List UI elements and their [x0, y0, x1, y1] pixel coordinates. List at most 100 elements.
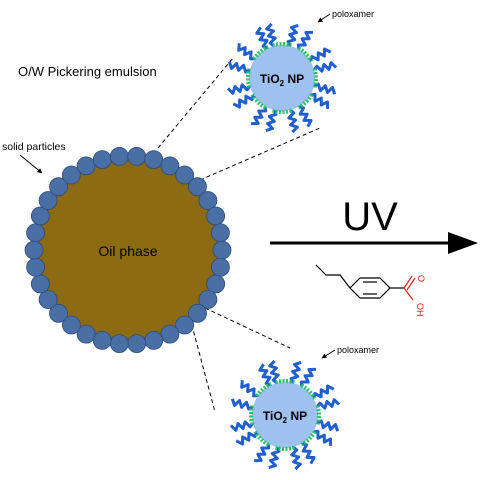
solid-particle — [144, 331, 164, 350]
poloxamer-anchor — [246, 68, 252, 88]
poloxamer-tail — [286, 23, 299, 47]
poloxamer-tail — [296, 30, 313, 50]
connector-bottom-right — [204, 307, 291, 349]
poloxamer-tail — [265, 109, 278, 133]
poloxamer-tail — [313, 429, 333, 446]
tio2-particle-body — [252, 382, 318, 448]
zoom-connector-lines — [157, 57, 321, 413]
solid-particle — [61, 165, 81, 185]
solid-particle — [76, 324, 96, 344]
hydroxyl-bond — [403, 287, 414, 301]
solid-particle — [175, 315, 195, 335]
poloxamer-tail — [240, 380, 259, 398]
solid-particle — [210, 223, 230, 243]
connector-bottom-left — [189, 317, 216, 413]
solid-particle — [198, 191, 218, 210]
poloxamer-tail — [251, 106, 268, 126]
solid-particle — [76, 156, 96, 176]
poloxamer-tail — [237, 43, 256, 61]
solid-particle — [210, 257, 230, 277]
solid-particle — [30, 206, 50, 226]
solid-particle-ring — [24, 147, 232, 353]
poloxamer-tail — [226, 83, 252, 95]
solid-particle — [24, 240, 44, 260]
poloxamer-anchor — [275, 445, 295, 451]
poloxamer-tail — [310, 92, 330, 109]
poloxamer-anchor — [297, 93, 314, 110]
carbonyl-bond — [403, 275, 413, 289]
solid-particle — [188, 177, 207, 197]
solid-particle — [26, 257, 46, 277]
solid-particle — [160, 156, 180, 176]
poloxamer-tail — [312, 61, 338, 73]
solid-particle — [160, 324, 180, 344]
propylbenzoic-acid-molecule — [315, 264, 416, 301]
tio2-np-label: TiO2 NP — [260, 72, 304, 88]
poloxamer-anchor — [272, 42, 292, 48]
poloxamer-label-bottom: poloxamer — [337, 345, 379, 355]
poloxamer-tail — [235, 431, 259, 446]
carbonyl-bond-2 — [406, 277, 416, 291]
solid-particles-label: solid particles — [2, 141, 66, 153]
poloxamer-tail — [299, 367, 316, 387]
solid-particle — [127, 334, 147, 353]
tio2-particle-body — [249, 45, 315, 111]
poloxamer-arrow-bottom — [321, 349, 336, 359]
poloxamer-anchor — [253, 430, 270, 447]
poloxamer-anchor — [252, 45, 270, 61]
benzene-ring — [349, 277, 391, 299]
poloxamer-anchor — [250, 93, 267, 110]
emulsion-title: O/W Pickering emulsion — [18, 64, 157, 79]
solid-particle — [206, 206, 226, 226]
solid-particle — [30, 274, 50, 294]
solid-particle — [38, 290, 58, 309]
solid-particle — [198, 290, 218, 309]
solid-particle — [92, 150, 112, 169]
poloxamer-anchor — [300, 383, 317, 400]
solid-particle — [127, 147, 147, 166]
oxygen-label: O — [416, 275, 426, 282]
poloxamer-arrow-top — [317, 13, 331, 23]
poloxamer-tail — [316, 419, 340, 432]
solid-particle — [61, 315, 81, 335]
tio2-nanoparticle-bottom: TiO2 NP — [229, 359, 341, 471]
poloxamer-tail — [313, 82, 337, 95]
solid-particle — [188, 303, 207, 323]
connector-top-left — [157, 57, 234, 149]
solid-particles-arrow — [19, 154, 43, 174]
poloxamer-anchor — [297, 46, 314, 63]
uv-arrow-head — [448, 232, 478, 254]
poloxamer-tail — [229, 420, 255, 432]
poloxamer-tail — [289, 360, 302, 384]
poloxamer-anchor — [275, 379, 295, 385]
poloxamer-tail — [290, 445, 302, 471]
poloxamer-anchor — [272, 108, 292, 114]
poloxamer-tail — [298, 104, 313, 128]
poloxamer-anchor — [249, 405, 255, 425]
poloxamer-tail — [265, 22, 277, 48]
poloxamer-tail — [315, 398, 341, 410]
propyl-chain — [315, 264, 351, 289]
solid-particle — [92, 331, 112, 350]
poloxamer-tail — [258, 363, 272, 387]
solid-particle — [144, 150, 164, 169]
solid-particle — [175, 165, 195, 185]
poloxamer-tail — [230, 398, 254, 411]
solid-particle — [38, 191, 58, 210]
oil-phase-droplet — [34, 156, 222, 344]
solid-particle — [206, 274, 226, 294]
connector-top-right — [199, 127, 321, 181]
solid-particle — [109, 147, 129, 166]
poloxamer-tail — [301, 441, 316, 465]
solid-particle — [49, 303, 68, 323]
poloxamer-tail — [255, 26, 269, 50]
poloxamer-tail — [287, 108, 299, 134]
poloxamer-anchor — [315, 405, 321, 425]
poloxamer-tail — [268, 446, 281, 470]
poloxamer-tail — [311, 384, 335, 399]
solid-particle — [49, 177, 68, 197]
uv-label: UV — [342, 195, 398, 239]
poloxamer-tail — [308, 47, 332, 62]
solid-particle — [109, 334, 129, 353]
